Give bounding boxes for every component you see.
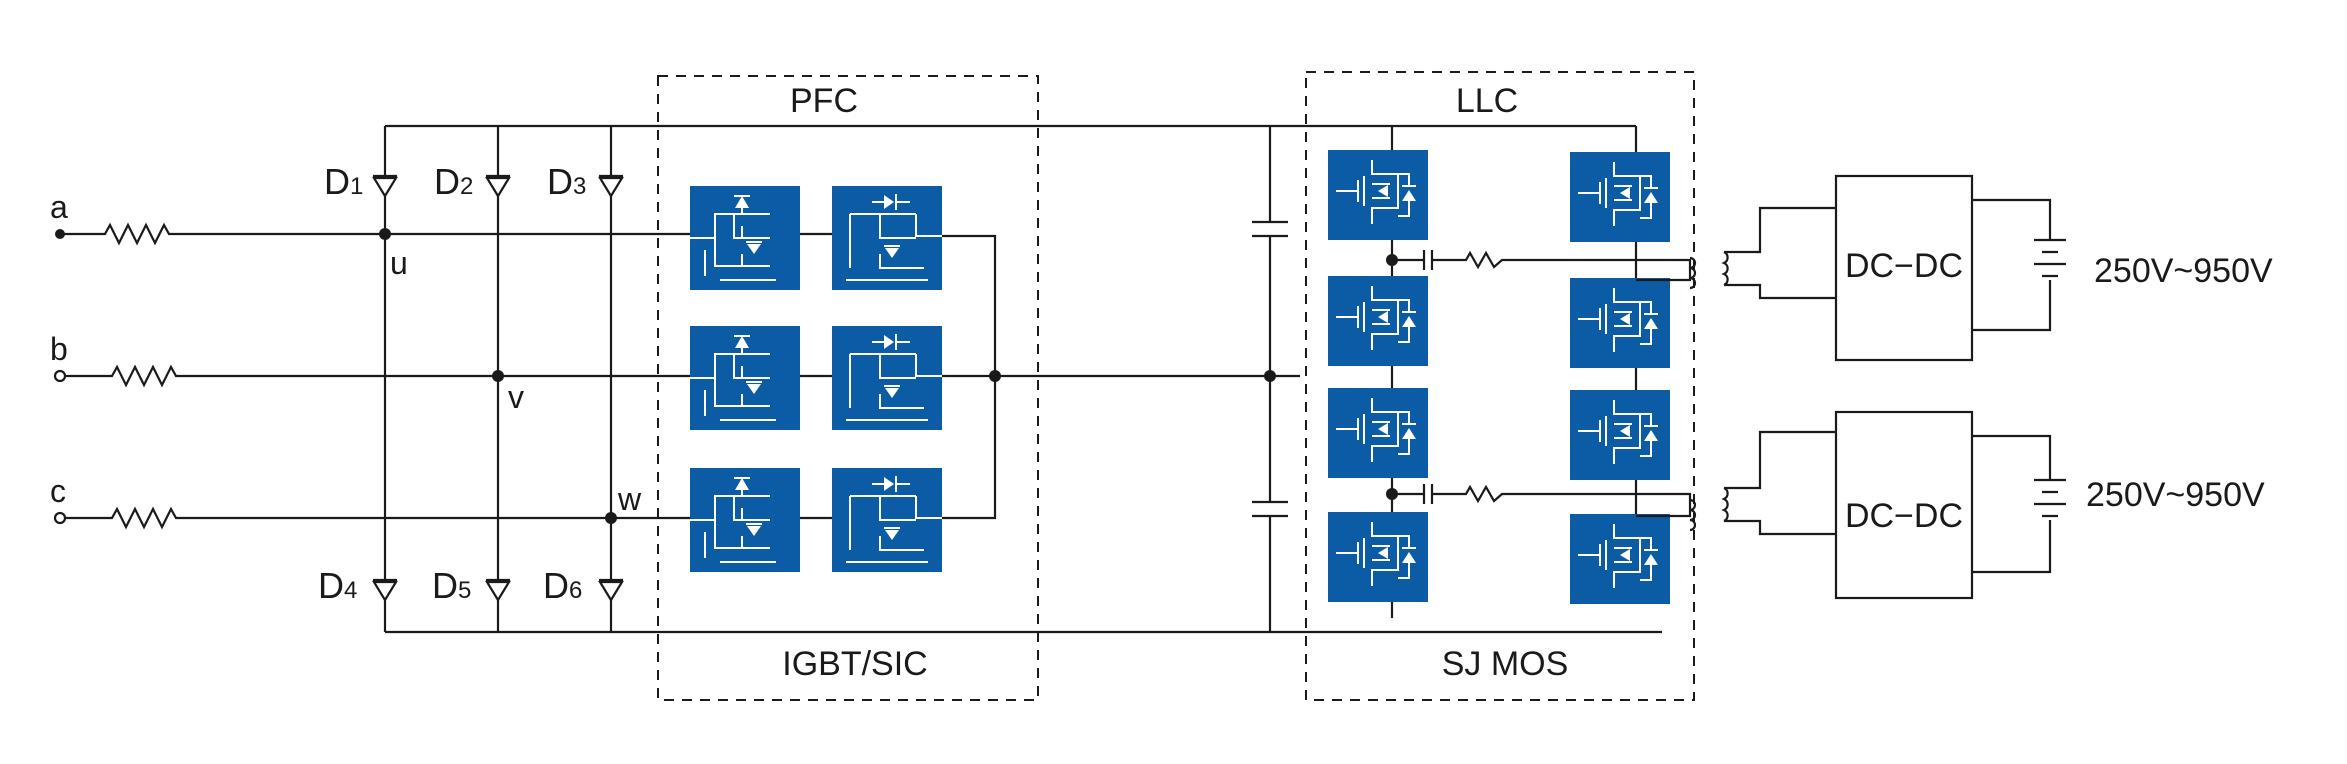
diode-label-d3: D3 <box>547 161 586 202</box>
llc-devices-label: SJ MOS <box>1442 645 1569 683</box>
pfc-stage-box <box>657 75 1039 701</box>
node-label-v: v <box>508 379 524 415</box>
llc-mosfet-1 <box>1327 149 1429 241</box>
dc-dc-converter-lower <box>1834 410 1974 600</box>
ac-input-a <box>55 222 690 246</box>
diode-d3 <box>597 174 625 198</box>
transformer-upper <box>1721 206 1836 300</box>
diode-label-d6: D6 <box>543 565 582 606</box>
diode-d6 <box>597 578 625 602</box>
diode-label-d2: D2 <box>434 161 473 202</box>
llc-mosfet-6 <box>1569 277 1671 369</box>
dc-link-capacitors <box>995 126 1300 632</box>
diode-label-d1: D1 <box>324 161 363 202</box>
output-voltage-upper: 250V~950V <box>2094 252 2273 290</box>
input-label-a: a <box>50 189 68 225</box>
pfc-switch-1-2 <box>831 185 943 291</box>
diode-d4 <box>371 578 399 602</box>
transformer-lower <box>1721 430 1836 536</box>
battery-upper <box>1972 198 2066 332</box>
llc-mosfet-7 <box>1569 389 1671 481</box>
diode-d2 <box>484 174 512 198</box>
diode-label-d4: D4 <box>318 565 357 606</box>
llc-mosfet-4 <box>1327 511 1429 603</box>
pfc-switch-3-2 <box>831 467 943 573</box>
llc-mosfet-5 <box>1569 151 1671 243</box>
junction-v <box>492 370 504 382</box>
dc-dc-label-upper: DC−DC <box>1845 247 1963 285</box>
dc-dc-converter-upper <box>1834 174 1974 362</box>
llc-title: LLC <box>1456 82 1518 120</box>
diode-label-d5: D5 <box>432 565 471 606</box>
input-label-c: c <box>50 473 66 509</box>
ac-input-b <box>53 364 995 388</box>
llc-resonant-tank-upper <box>1386 250 1697 290</box>
pfc-devices-label: IGBT/SIC <box>782 645 927 683</box>
ac-input-c <box>53 506 690 530</box>
pfc-switch-1-1 <box>689 185 801 291</box>
battery-lower <box>1972 434 2066 574</box>
dc-dc-label-lower: DC−DC <box>1845 497 1963 535</box>
node-label-w: w <box>617 481 642 517</box>
pfc-title: PFC <box>790 82 858 120</box>
output-voltage-lower: 250V~950V <box>2086 476 2265 514</box>
diode-d1 <box>371 174 399 198</box>
junction-w <box>605 512 617 524</box>
pfc-switch-2-1 <box>689 325 801 431</box>
llc-resonant-tank-lower <box>1386 484 1697 532</box>
llc-stage-box <box>1305 71 1695 701</box>
pfc-switch-2-2 <box>831 325 943 431</box>
llc-mosfet-8 <box>1569 513 1671 605</box>
llc-mosfet-3 <box>1327 387 1429 479</box>
node-label-u: u <box>390 245 408 281</box>
llc-mosfet-2 <box>1327 275 1429 367</box>
input-label-b: b <box>50 331 68 367</box>
junction-u <box>379 228 391 240</box>
pfc-switch-3-1 <box>689 467 801 573</box>
diode-d5 <box>484 578 512 602</box>
